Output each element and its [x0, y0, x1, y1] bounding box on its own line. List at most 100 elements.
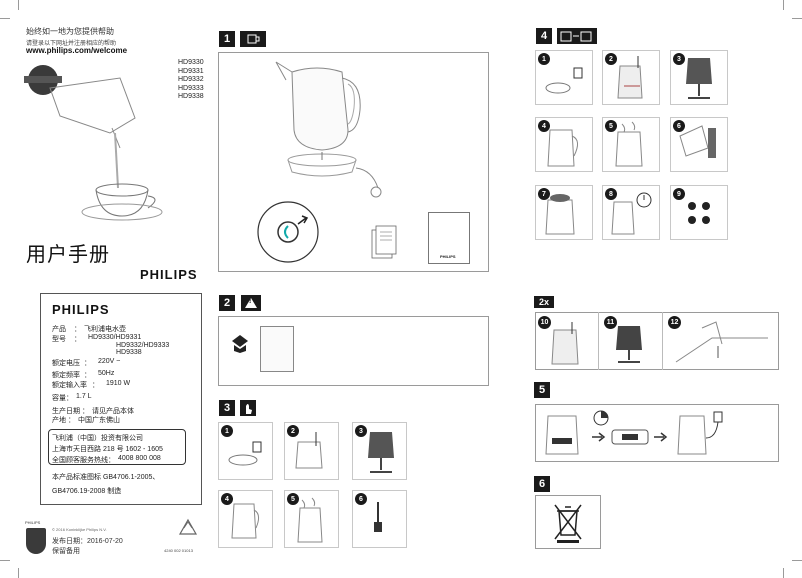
spec-model-extra1: HD9332/HD9333	[116, 342, 170, 349]
divider	[598, 312, 599, 370]
spec-date: 请见产品本体	[92, 408, 134, 415]
hotline-sep: ：	[108, 457, 115, 464]
pour-illustration	[49, 77, 163, 221]
section-2-frame	[218, 316, 489, 386]
safety-booklet	[260, 326, 294, 372]
model-item: HD9330	[178, 59, 204, 66]
shield-text: PHILIPS	[25, 520, 41, 525]
spec-product-value: 飞利浦电水壶	[84, 326, 126, 333]
read-manual-icon	[232, 335, 248, 353]
divider	[662, 312, 663, 370]
s3-base-illustration	[228, 441, 262, 466]
s5-device-illustration	[611, 429, 649, 445]
spec-origin: 中国广东佛山	[78, 417, 120, 424]
company-name: 飞利浦（中国）投资有限公司	[52, 435, 143, 442]
spec-power: 1910 W	[106, 380, 131, 387]
spec-capacity-label: 容量	[52, 395, 66, 402]
spec-voltage: 220V ~	[98, 358, 121, 365]
spec-model-extra2: HD9338	[116, 349, 142, 356]
s5-kettle-illustration	[545, 415, 579, 455]
s5-kettle-plug-illustration	[677, 411, 723, 455]
model-item: HD9331	[178, 67, 204, 75]
s3-kettle-dark-illustration	[368, 432, 394, 473]
s3-step: 2	[284, 422, 339, 480]
doc-code: 4240 002 01013	[164, 548, 193, 553]
section-5-badge: 5	[534, 382, 550, 398]
copyright: © 2016 Koninklijke Philips N.V.	[52, 527, 107, 532]
step-number: 4	[221, 493, 233, 505]
kettles-icon	[557, 28, 597, 44]
step-number: 1	[538, 53, 550, 65]
standard-line1: 本产品标准图标 GB4706.1-2005、	[52, 474, 160, 481]
spec-card-logo: PHILIPS	[52, 302, 110, 317]
s3-step: 5	[284, 490, 339, 548]
step-number: 10	[538, 316, 551, 329]
spec-voltage-sep: ：	[84, 360, 91, 367]
header-url[interactable]: www.philips.com/welcome	[26, 46, 128, 55]
s3-steam-illustration	[297, 497, 323, 543]
s4-filter-illustration	[688, 202, 710, 224]
spec-power-sep: ：	[92, 382, 99, 389]
step-number: 2	[287, 425, 299, 437]
company-box	[48, 429, 186, 465]
step-number: 12	[668, 316, 681, 329]
section-5-frame	[535, 404, 779, 462]
step-number: 7	[538, 188, 550, 200]
s4-kettle-dark-illustration	[686, 58, 712, 99]
s5-arrow-icon-2	[654, 432, 668, 442]
release-date: 发布日期：2016-07-20	[52, 538, 123, 545]
s3-plug-illustration	[374, 502, 382, 532]
s4-boil-illustration	[615, 121, 643, 167]
register-seal-band	[24, 76, 62, 83]
s4-base-plug-illustration	[545, 67, 583, 94]
philips-shield-icon	[26, 528, 46, 554]
s4-step: 6	[670, 117, 728, 172]
warning-icon: !	[241, 295, 261, 311]
step-number: 9	[673, 188, 685, 200]
s2x-sink-illustration	[675, 321, 768, 363]
spec-date-sep: ：	[82, 408, 89, 415]
booklet-cover	[428, 212, 470, 264]
s4-timer-illustration	[611, 192, 652, 235]
s4-step: 5	[602, 117, 660, 172]
s4-step: 8	[602, 185, 660, 240]
spec-voltage-label: 额定电压	[52, 360, 80, 367]
step-number: 5	[287, 493, 299, 505]
warning-symbol: !	[249, 298, 252, 305]
spec-freq-label: 额定频率	[52, 372, 80, 379]
s2x-fill-illustration	[551, 322, 579, 365]
standard-line2: GB4706.19-2008 制造	[52, 488, 122, 495]
spec-freq-sep: ：	[84, 372, 91, 379]
hand-touch-icon	[240, 400, 256, 416]
header-line1: 始终如一地为您提供帮助	[26, 27, 114, 36]
step-number: 2	[605, 53, 617, 65]
philips-logo: PHILIPS	[140, 267, 198, 282]
spec-model-label: 型号	[52, 336, 66, 343]
company-address: 上海市天目西路 218 号 1602 - 1605	[52, 446, 163, 453]
manual-title: 用户手册	[26, 244, 110, 266]
step-number: 3	[673, 53, 685, 65]
booklet-brand: PHILIPS	[440, 254, 456, 259]
section-1-badge: 1	[219, 31, 235, 47]
spec-origin-sep: ：	[68, 417, 75, 424]
section-2-badge: 2	[219, 295, 235, 311]
manual-booklets-illustration	[371, 225, 397, 259]
model-list: HD9330 HD9331 HD9332 HD9333 HD9338	[178, 59, 204, 102]
s4-fill-illustration	[617, 56, 643, 99]
s4-kettle-outline-illustration	[547, 129, 578, 167]
hotline-number[interactable]: 4008 800 008	[118, 455, 161, 462]
s4-step: 1	[535, 50, 593, 105]
spec-model-value: HD9330/HD9331	[88, 334, 142, 341]
section-6-badge: 6	[534, 476, 550, 492]
s4-step: 7	[535, 185, 593, 240]
s3-fill-illustration	[295, 432, 323, 469]
s4-lid-illustration	[545, 194, 575, 235]
header-line2: 请登录以下网址并注册相应的帮助	[26, 41, 117, 47]
s3-kettle-outline-illustration	[231, 503, 260, 539]
kettle-fill-icon	[240, 31, 266, 47]
s5-timer-icon	[593, 410, 609, 426]
step-number: 6	[355, 493, 367, 505]
kettle-main-illustration	[275, 61, 382, 198]
hotline-label: 全国顾客服务热线	[52, 457, 108, 464]
s3-step: 4	[218, 490, 273, 548]
